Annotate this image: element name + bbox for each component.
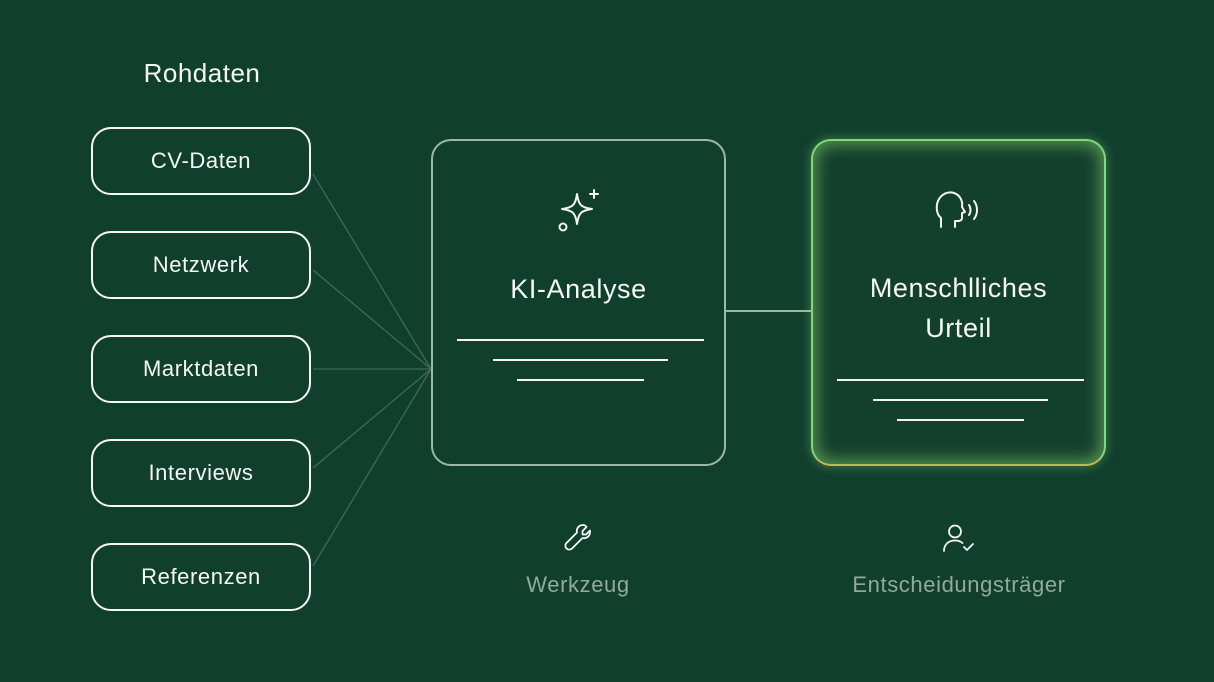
connector-cv [312, 173, 432, 370]
human-judgement-card: Menschlliches Urteil [811, 139, 1106, 466]
human-card-title-line-2: Urteil [925, 313, 992, 343]
raw-item-interviews: Interviews [91, 439, 311, 507]
ai-text-line-2 [493, 359, 668, 361]
ai-text-line-1 [457, 339, 704, 341]
connector-interviews [312, 368, 432, 469]
decision-maker-caption: Entscheidungsträger [852, 572, 1066, 597]
tool-caption: Werkzeug [526, 572, 630, 597]
raw-item-cv-data: CV-Daten [91, 127, 311, 195]
ai-text-line-3 [517, 379, 644, 381]
wrench-icon [564, 524, 591, 551]
raw-item-network: Netzwerk [91, 231, 311, 299]
ai-card-title: KI-Analyse [510, 274, 647, 304]
human-text-line-2 [873, 399, 1048, 401]
head-speaking-icon [935, 191, 978, 228]
human-text-line-3 [897, 419, 1024, 421]
connector-references [312, 368, 432, 567]
raw-item-references: Referenzen [91, 543, 311, 611]
user-check-icon [943, 524, 974, 552]
raw-data-heading: Rohdaten [143, 58, 261, 88]
raw-item-market-data: Marktdaten [91, 335, 311, 403]
human-card-title-line-1: Menschlliches [869, 273, 1048, 303]
human-text-line-1 [837, 379, 1084, 381]
ai-analysis-card: KI-Analyse [431, 139, 726, 466]
connector-network [312, 269, 432, 370]
sparkles-icon [558, 189, 599, 232]
